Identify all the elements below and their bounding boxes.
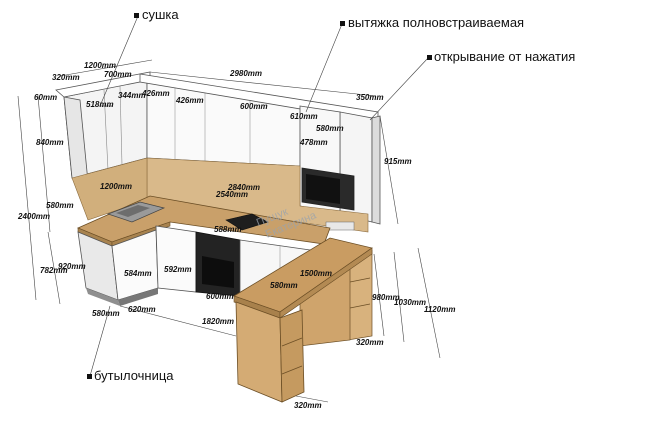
dim-counter-2540: 2540mm — [215, 190, 248, 199]
dim-base-1820: 1820mm — [202, 317, 234, 326]
dim-upper-344: 344mm — [118, 91, 146, 100]
dim-base-600: 600mm — [206, 292, 234, 301]
dim-top-total: 2980mm — [229, 69, 262, 78]
annotation-drying-rack: сушка — [142, 7, 179, 22]
dim-upper-700: 700mm — [104, 70, 132, 79]
annotation-push-open: открывание от нажатия — [434, 49, 576, 64]
dim-base-920: 920mm — [58, 262, 86, 271]
dim-upper-426b: 426mm — [175, 96, 204, 105]
dim-upper-426a: 426mm — [141, 89, 170, 98]
leader-markers — [87, 13, 432, 379]
dim-bar-1500: 1500mm — [300, 269, 332, 278]
dim-base-584: 584mm — [124, 269, 152, 278]
dim-upper-518: 518mm — [86, 100, 114, 109]
dimension-lines — [17, 15, 441, 403]
dim-hob-588: 588mm — [214, 225, 242, 234]
dim-base-782: 782mm — [40, 266, 68, 275]
annotation-hood: вытяжка полновстраиваемая — [348, 15, 525, 30]
dim-bar-1120: 1120mm — [424, 305, 455, 314]
dim-upper-610: 610mm — [290, 112, 318, 121]
dim-upper-580: 580mm — [316, 124, 344, 133]
annotation-bottle-holder: бутылочница — [94, 368, 174, 383]
socket-block — [325, 221, 355, 231]
dim-height-580: 580mm — [46, 201, 74, 210]
dim-height-840: 840mm — [36, 138, 64, 147]
dim-upper-320: 320mm — [52, 73, 80, 82]
dim-counter-2840: 2840mm — [227, 183, 260, 192]
dim-base-580: 580mm — [92, 309, 120, 318]
left-upper-cabinets — [55, 71, 151, 183]
dim-bar-1030: 1030mm — [394, 298, 426, 307]
dim-upper-600: 600mm — [240, 102, 268, 111]
bar-peninsula — [233, 237, 373, 403]
dim-bar-320a: 320mm — [356, 338, 384, 347]
dim-upper-478: 478mm — [299, 138, 328, 147]
dim-upper-350: 350mm — [356, 93, 384, 102]
dim-bar-580: 580mm — [270, 281, 298, 290]
dim-base-592: 592mm — [164, 265, 192, 274]
dim-upper-1200: 1200mm — [84, 61, 116, 70]
dim-bar-980: 980mm — [372, 293, 400, 302]
dimension-labels: 2980mm 1200mm 700mm 320mm 60mm 518mm 344… — [17, 61, 455, 410]
dim-upper-60: 60mm — [34, 93, 57, 102]
dim-base-620: 620mm — [128, 305, 156, 314]
hob-icon — [225, 213, 269, 231]
dim-height-915: 915mm — [384, 157, 412, 166]
dim-counter-1200: 1200mm — [100, 182, 132, 191]
countertop — [76, 195, 331, 247]
dim-height-2400: 2400mm — [17, 212, 50, 221]
dim-bar-320b: 320mm — [294, 401, 322, 410]
left-base-cabinets — [77, 229, 159, 306]
